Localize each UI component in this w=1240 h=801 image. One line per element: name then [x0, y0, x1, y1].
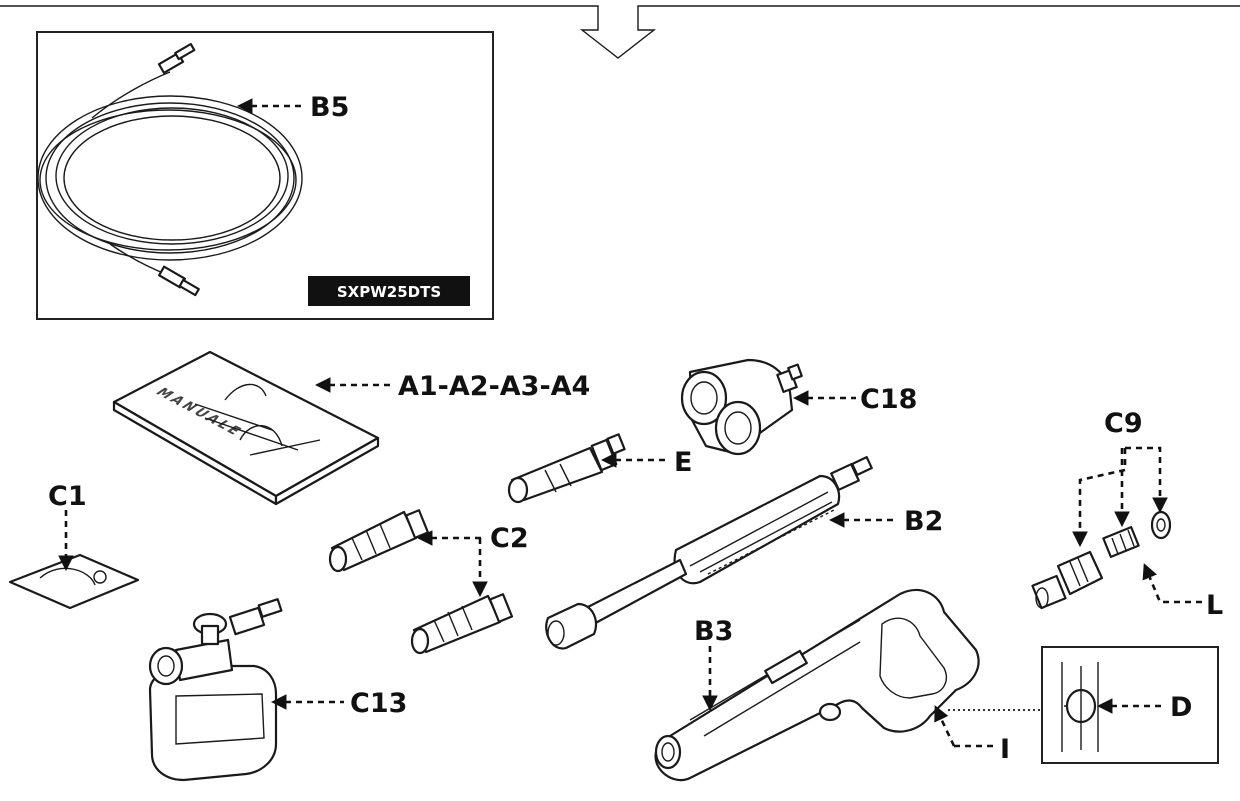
label-c9: C9: [1104, 408, 1143, 439]
model-badge: [308, 276, 470, 306]
c2-nozzle-icon: [328, 509, 430, 573]
label-e: E: [674, 447, 692, 478]
label-c2: C2: [490, 523, 529, 554]
c2-nozzle-icon: [410, 593, 514, 655]
label-b5: B5: [310, 92, 349, 123]
label-i: I: [1000, 734, 1010, 765]
lance-icon: [545, 456, 873, 650]
foam-cannon-icon: [148, 598, 283, 782]
label-a1-a4: A1-A2-A3-A4: [398, 371, 590, 402]
label-c18: C18: [860, 384, 917, 415]
label-c1: C1: [48, 481, 87, 512]
label-d: D: [1170, 692, 1192, 723]
c18-dual-nozzle-icon: [680, 358, 803, 456]
label-l: L: [1206, 590, 1223, 621]
manual-icon: MANUALE: [112, 350, 380, 506]
filter-icon: [1102, 526, 1140, 558]
label-b2: B2: [904, 506, 943, 537]
hose-panel: B5 SXPW25DTS: [36, 31, 494, 320]
hose-adapter-icon: [1031, 550, 1104, 610]
washer-icon: [1150, 510, 1172, 540]
hose-icon: [37, 42, 303, 297]
c1-packet-icon: [8, 553, 140, 610]
label-c13: C13: [350, 688, 407, 719]
top-connector-arrow: [0, 5, 1240, 59]
detail-d-panel: [1041, 646, 1219, 764]
model-badge-text: SXPW25DTS: [337, 283, 441, 301]
trigger-gun-icon: [654, 588, 980, 782]
e-nozzle-icon: [507, 433, 626, 504]
label-b3: B3: [694, 616, 733, 647]
